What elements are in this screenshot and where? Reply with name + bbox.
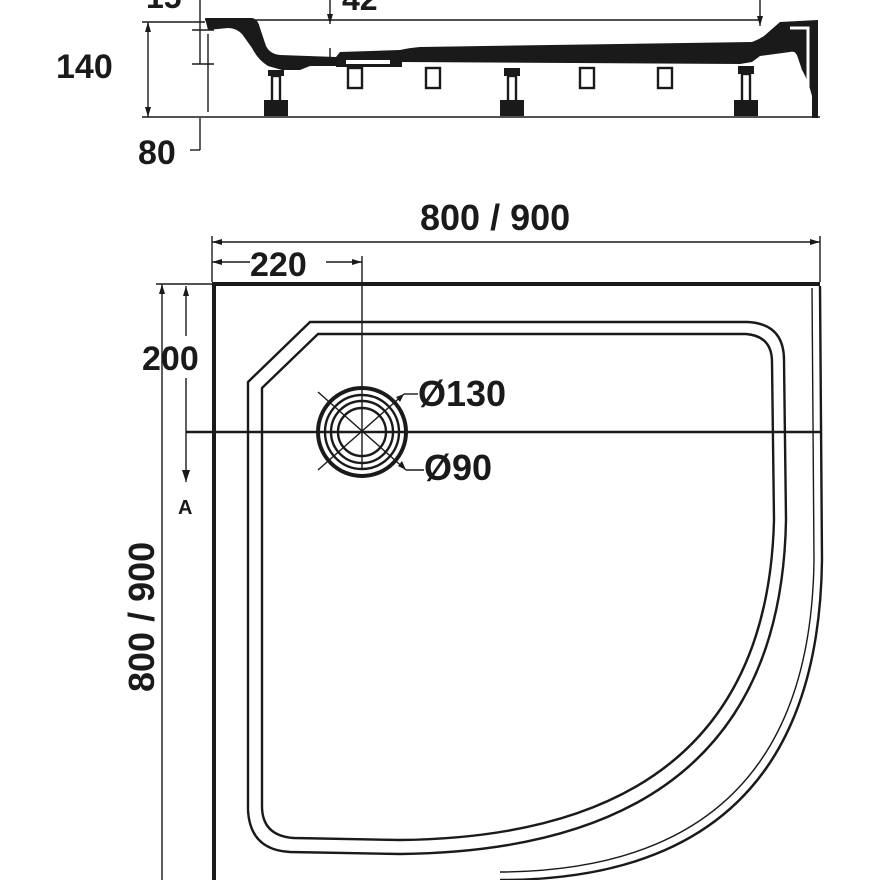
dim-label-depth: 800 / 900 — [121, 542, 162, 692]
side-section-view: 15 42 140 80 — [56, 0, 820, 172]
plan-view: 800 / 900 220 800 / 900 200 A — [121, 197, 824, 880]
dim-220-arrow-right — [352, 259, 362, 265]
basin-outline-inner — [260, 332, 776, 842]
drain-diameter-90 — [317, 391, 407, 471]
dim-label-42: 42 — [342, 0, 378, 17]
dim-label-80: 80 — [138, 134, 176, 172]
basin-outline-outer — [246, 320, 788, 856]
leg-6-pad — [500, 100, 524, 116]
drain-outer-ring — [316, 386, 408, 478]
section-a-label: A — [178, 497, 192, 519]
dim-label-220: 220 — [250, 246, 307, 284]
tray-outer-arc-2 — [499, 287, 815, 873]
section-a-arrow — [182, 470, 190, 482]
leg-7-pad — [734, 100, 758, 116]
drain-ring-2 — [323, 393, 401, 471]
dim-right-rim-arrow — [757, 16, 763, 26]
support-legs — [264, 66, 758, 116]
drain-waste — [316, 386, 424, 478]
drain-ring-3 — [329, 399, 395, 465]
leg-7 — [738, 66, 754, 74]
leg-1 — [268, 70, 284, 76]
dim-depth-arrow-top — [159, 284, 165, 294]
tray-profile-highlight — [790, 26, 810, 88]
leg-7-stem — [740, 72, 752, 104]
dim-label-15: 15 — [146, 0, 182, 15]
drain-arrow-90 — [398, 461, 406, 470]
dim-140-arrow-top — [145, 22, 151, 32]
dim-label-width: 800 / 900 — [420, 197, 570, 238]
dim-width-arrow-right — [810, 239, 820, 245]
leg-4 — [578, 66, 596, 90]
drain-inner-ring — [336, 406, 388, 458]
dim-label-drain-130: Ø130 — [418, 373, 506, 414]
leg-6 — [504, 68, 520, 76]
dim-200-arrow-top — [183, 286, 189, 296]
leg-3 — [424, 66, 442, 90]
tray-outer-outline — [212, 282, 820, 880]
dim-42-arrow — [327, 14, 333, 24]
drain-diameter-130 — [317, 393, 405, 471]
drain-slot — [346, 60, 390, 64]
tray-outer-arc — [499, 285, 824, 880]
drain-arrow-130 — [396, 394, 404, 402]
dim-width-arrow-left — [212, 239, 222, 245]
dim-label-140: 140 — [56, 48, 113, 86]
dim-label-200: 200 — [142, 340, 199, 378]
leg-6-stem — [506, 74, 518, 104]
leg-2 — [346, 66, 364, 90]
leg-1-stem — [270, 74, 282, 104]
dim-220-arrow-left — [212, 259, 222, 265]
leg-5 — [656, 66, 674, 90]
leg-1-pad — [264, 100, 288, 116]
dim-label-drain-90: Ø90 — [424, 447, 492, 488]
dim-140-arrow-bottom — [145, 107, 151, 117]
